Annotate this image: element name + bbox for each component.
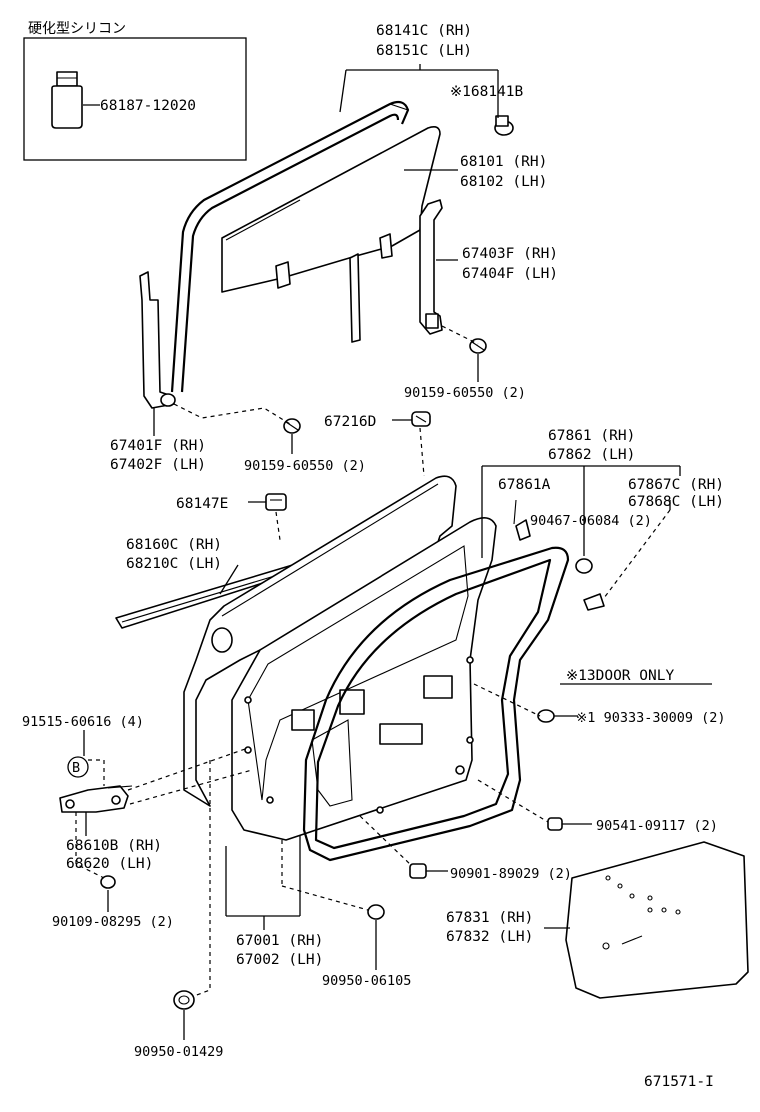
label-plug-90950b: 90950-01429: [134, 1044, 223, 1060]
label-rear-channel-lh: 67404F (LH): [462, 266, 558, 282]
clip-67861a-icon: [513, 499, 531, 541]
label-weatherstrip-rh: 67861 (RH): [548, 428, 635, 444]
label-glass-rh: 68101 (RH): [460, 154, 547, 170]
plug-90901-icon: [409, 863, 427, 879]
silicone-box-title: 硬化型シリコン: [28, 21, 126, 37]
label-belt-rh: 68160C (RH): [126, 537, 222, 553]
label-clip-67861a: 67861A: [498, 477, 551, 493]
label-bolt-90109: 90109-08295 (2): [52, 914, 174, 930]
front-run-channel: [139, 271, 176, 409]
clip-90467-icon: [575, 558, 593, 574]
label-glass-lh: 68102 (LH): [460, 174, 547, 190]
clip-67216d-icon: [411, 411, 431, 427]
catalog-number: 671571-I: [644, 1074, 714, 1090]
clip-67867c-icon: [583, 593, 605, 611]
door-glass: [221, 126, 441, 293]
label-weatherstrip-lh: 67862 (LH): [548, 447, 635, 463]
label-cover-rh: 67831 (RH): [446, 910, 533, 926]
plug-90950a-icon: [367, 904, 385, 920]
note-3door-only: ※13DOOR ONLY: [566, 668, 674, 684]
silicone-box: 硬化型シリコン 68187-12020: [23, 21, 247, 161]
door-trim-cover: [565, 841, 749, 999]
bolt-rear-icon: [469, 338, 487, 354]
label-door-rh: 67001 (RH): [236, 933, 323, 949]
label-rear-channel-rh: 67403F (RH): [462, 246, 558, 262]
door-hinge: [59, 785, 133, 813]
label-bolt-front: 90159-60550 (2): [244, 458, 366, 474]
label-clip-68141b: ※168141B: [450, 84, 524, 100]
leader-lines: [75, 64, 671, 1040]
rear-run-channel: [419, 199, 443, 335]
silicone-part-number: 68187-12020: [100, 98, 196, 114]
weatherstrip-callout: [481, 465, 681, 558]
door-weatherstrip: [302, 546, 570, 862]
label-clip-68147e: 68147E: [176, 496, 228, 512]
label-belt-lh: 68210C (LH): [126, 556, 222, 572]
label-front-channel-lh: 67402F (LH): [110, 457, 206, 473]
center-division-bar: [349, 253, 361, 343]
label-clip-67867c: 67867C (RH): [628, 477, 724, 493]
callout-labels: 68141C (RH) 68151C (LH) ※168141B 68101 (…: [22, 23, 725, 1090]
label-front-channel-rh: 67401F (RH): [110, 438, 206, 454]
label-glass-run-lh: 68151C (LH): [376, 43, 472, 59]
glass-run-weatherstrip: [170, 100, 410, 393]
label-bolt-91515: 91515-60616 (4): [22, 714, 144, 730]
plug-90950b-icon: [173, 990, 195, 1010]
plug-90333-icon: [537, 709, 555, 723]
silicone-bottle-icon: [51, 71, 83, 129]
b-marker-label: B: [72, 760, 80, 776]
label-plug-90901: 90901-89029 (2): [450, 866, 572, 882]
label-hinge-lh: 68620 (LH): [66, 856, 153, 872]
label-plug-90541: 90541-09117 (2): [596, 818, 718, 834]
label-bolt-rear: 90159-60550 (2): [404, 385, 526, 401]
label-clip-90467: 90467-06084 (2): [530, 513, 652, 529]
label-plug-90333: ※1 90333-30009 (2): [576, 710, 725, 726]
label-hinge-rh: 68610B (RH): [66, 838, 162, 854]
label-clip-67216d: 67216D: [324, 414, 376, 430]
b-marker: B: [67, 756, 89, 778]
label-door-lh: 67002 (LH): [236, 952, 323, 968]
label-cover-lh: 67832 (LH): [446, 929, 533, 945]
label-plug-90950a: 90950-06105: [322, 973, 411, 989]
plug-90541-icon: [547, 817, 563, 831]
label-glass-run-rh: 68141C (RH): [376, 23, 472, 39]
door-outer-panel: [183, 475, 457, 807]
clip-68147e-icon: [265, 493, 287, 511]
label-clip-67868c: 67868C (LH): [628, 494, 724, 510]
hinge-bolt-icon: [100, 875, 116, 889]
clip-68141b-icon: [494, 115, 514, 136]
